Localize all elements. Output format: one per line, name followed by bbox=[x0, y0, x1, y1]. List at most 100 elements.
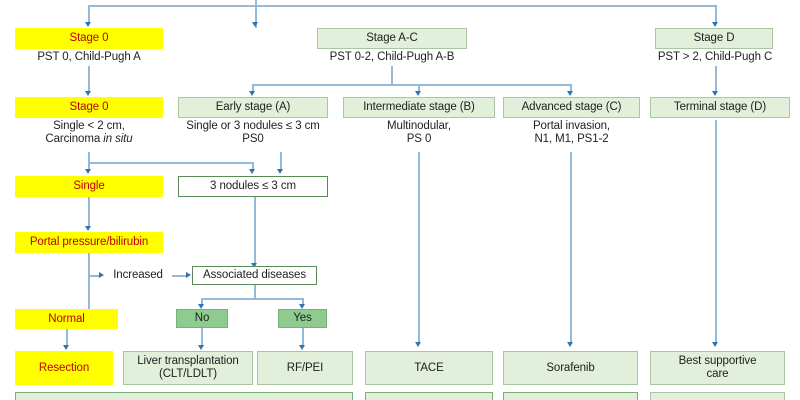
arrow-to-liver-transplantation bbox=[198, 345, 204, 350]
connector-no-down bbox=[201, 328, 203, 347]
caption-advanced-stage-c: Portal invasion, N1, M1, PS1-2 bbox=[498, 120, 645, 146]
arrow-to-increased bbox=[99, 272, 104, 278]
box-early-stage-a[interactable]: Early stage (A) bbox=[178, 97, 328, 118]
arrow-nodules-to-associated bbox=[251, 263, 257, 268]
box-stage-d[interactable]: Stage D bbox=[655, 28, 773, 49]
connector-yes-down bbox=[302, 328, 304, 347]
arrow-to-single bbox=[85, 169, 91, 174]
box-sorafenib[interactable]: Sorafenib bbox=[503, 351, 638, 385]
connector-increased-to-associated bbox=[172, 275, 188, 277]
best-supportive-care-line2: care bbox=[706, 368, 729, 380]
box-resection[interactable]: Resection bbox=[15, 351, 113, 385]
arrow-to-no bbox=[198, 304, 204, 309]
arrow-earlya-to-nodules bbox=[277, 169, 283, 174]
connector-associated-stem bbox=[254, 285, 256, 298]
arrow-to-tace bbox=[415, 342, 421, 347]
connector-to-no bbox=[201, 298, 203, 306]
connector-stage0-down bbox=[88, 66, 90, 92]
connector-portal-to-increased bbox=[88, 275, 101, 277]
caption-stage-0-sub-line2: Carcinoma in situ bbox=[13, 133, 165, 146]
box-yes[interactable]: Yes bbox=[278, 309, 327, 328]
arrow-to-rf-pei bbox=[299, 345, 305, 350]
box-stage-0-top[interactable]: Stage 0 bbox=[15, 28, 163, 49]
caption-intermediate-b-line1: Multinodular, bbox=[387, 120, 451, 132]
box-clipped-bottom-1 bbox=[15, 392, 353, 400]
caption-advanced-c-line2: N1, M1, PS1-2 bbox=[534, 133, 609, 146]
arrow-to-advanced-c bbox=[567, 91, 573, 96]
box-single[interactable]: Single bbox=[15, 176, 163, 197]
arrow-staged-to-terminal bbox=[712, 91, 718, 96]
connector-to-advanced-c bbox=[570, 84, 572, 93]
connector-stageac-horizontal bbox=[252, 84, 571, 86]
best-supportive-care-line1: Best supportive bbox=[678, 355, 757, 368]
connector-top-left-drop bbox=[88, 5, 90, 23]
caption-early-a-line2: PS0 bbox=[242, 133, 264, 146]
connector-nodules-down bbox=[254, 197, 256, 265]
caption-in-situ: in situ bbox=[103, 133, 133, 146]
connector-to-single bbox=[88, 162, 90, 171]
box-advanced-stage-c[interactable]: Advanced stage (C) bbox=[503, 97, 640, 118]
arrow-to-stage-ac bbox=[252, 22, 258, 27]
arrow-to-sorafenib bbox=[567, 342, 573, 347]
caption-early-stage-a: Single or 3 nodules ≤ 3 cm PS0 bbox=[168, 120, 338, 146]
box-normal[interactable]: Normal bbox=[15, 309, 118, 329]
liver-transplantation-line1: Liver transplantation bbox=[137, 355, 239, 368]
caption-early-a-line1: Single or 3 nodules ≤ 3 cm bbox=[186, 120, 320, 132]
box-clipped-bottom-4 bbox=[650, 392, 785, 400]
connector-to-early-a bbox=[252, 84, 254, 93]
caption-intermediate-b-line2: PS 0 bbox=[406, 133, 432, 146]
caption-stage-ac: PST 0-2, Child-Pugh A-B bbox=[329, 51, 455, 63]
caption-carcinoma: Carcinoma bbox=[45, 133, 104, 146]
label-increased: Increased bbox=[113, 268, 163, 281]
arrow-stage0-to-sub bbox=[85, 91, 91, 96]
arrow-to-nodules-left bbox=[249, 169, 255, 174]
connector-normal-down bbox=[66, 329, 68, 347]
arrow-to-best-supportive-care bbox=[712, 342, 718, 347]
connector-portal-spine bbox=[88, 253, 90, 326]
liver-transplantation-line2: (CLT/LDLT) bbox=[159, 368, 217, 380]
arrow-to-early-a bbox=[249, 91, 255, 96]
connector-terminald-down bbox=[715, 120, 717, 342]
box-liver-transplantation[interactable]: Liver transplantation (CLT/LDLT) bbox=[123, 351, 253, 385]
caption-stage-0-top: PST 0, Child-Pugh A bbox=[37, 51, 141, 63]
arrow-to-resection bbox=[63, 345, 69, 350]
caption-stage-0-sub-line1: Single < 2 cm, bbox=[53, 120, 125, 132]
connector-stageac-stem bbox=[391, 66, 393, 84]
box-terminal-stage-d[interactable]: Terminal stage (D) bbox=[650, 97, 790, 118]
connector-top-stem bbox=[255, 0, 257, 28]
box-3-nodules[interactable]: 3 nodules ≤ 3 cm bbox=[178, 176, 328, 197]
arrow-single-to-portal bbox=[85, 226, 91, 231]
box-rf-pei[interactable]: RF/PEI bbox=[257, 351, 353, 385]
box-stage-0-sub[interactable]: Stage 0 bbox=[15, 97, 163, 118]
arrow-to-yes bbox=[299, 304, 305, 309]
connector-advancedc-down bbox=[570, 152, 572, 342]
arrow-increased-to-associated bbox=[186, 272, 191, 278]
arrow-to-stage-0 bbox=[85, 22, 91, 27]
arrow-to-intermediate-b bbox=[415, 91, 421, 96]
connector-stage0sub-stem bbox=[88, 152, 90, 162]
box-clipped-bottom-2 bbox=[365, 392, 493, 400]
connector-to-intermediate-b bbox=[418, 84, 420, 93]
box-clipped-bottom-3 bbox=[503, 392, 638, 400]
caption-advanced-c-line1: Portal invasion, bbox=[532, 120, 611, 132]
box-no[interactable]: No bbox=[176, 309, 228, 328]
connector-top-horizontal bbox=[88, 5, 716, 7]
connector-earlya-down bbox=[280, 152, 282, 171]
connector-stage0sub-horizontal bbox=[88, 162, 253, 164]
box-portal-pressure-bilirubin[interactable]: Portal pressure/bilirubin bbox=[15, 232, 163, 253]
connector-single-down bbox=[88, 197, 90, 227]
box-intermediate-stage-b[interactable]: Intermediate stage (B) bbox=[343, 97, 495, 118]
box-associated-diseases[interactable]: Associated diseases bbox=[192, 266, 317, 285]
connector-top-right-drop bbox=[715, 5, 717, 23]
connector-staged-down bbox=[715, 66, 717, 92]
connector-intermediateb-down bbox=[418, 152, 420, 342]
caption-stage-d: PST > 2, Child-Pugh C bbox=[657, 51, 773, 63]
box-stage-ac[interactable]: Stage A-C bbox=[317, 28, 467, 49]
caption-stage-0-sub: Single < 2 cm, Carcinoma in situ bbox=[13, 120, 165, 146]
arrow-to-stage-d bbox=[712, 22, 718, 27]
connector-noyes-horizontal bbox=[201, 298, 302, 300]
connector-to-yes bbox=[302, 298, 304, 306]
box-tace[interactable]: TACE bbox=[365, 351, 493, 385]
box-best-supportive-care[interactable]: Best supportive care bbox=[650, 351, 785, 385]
